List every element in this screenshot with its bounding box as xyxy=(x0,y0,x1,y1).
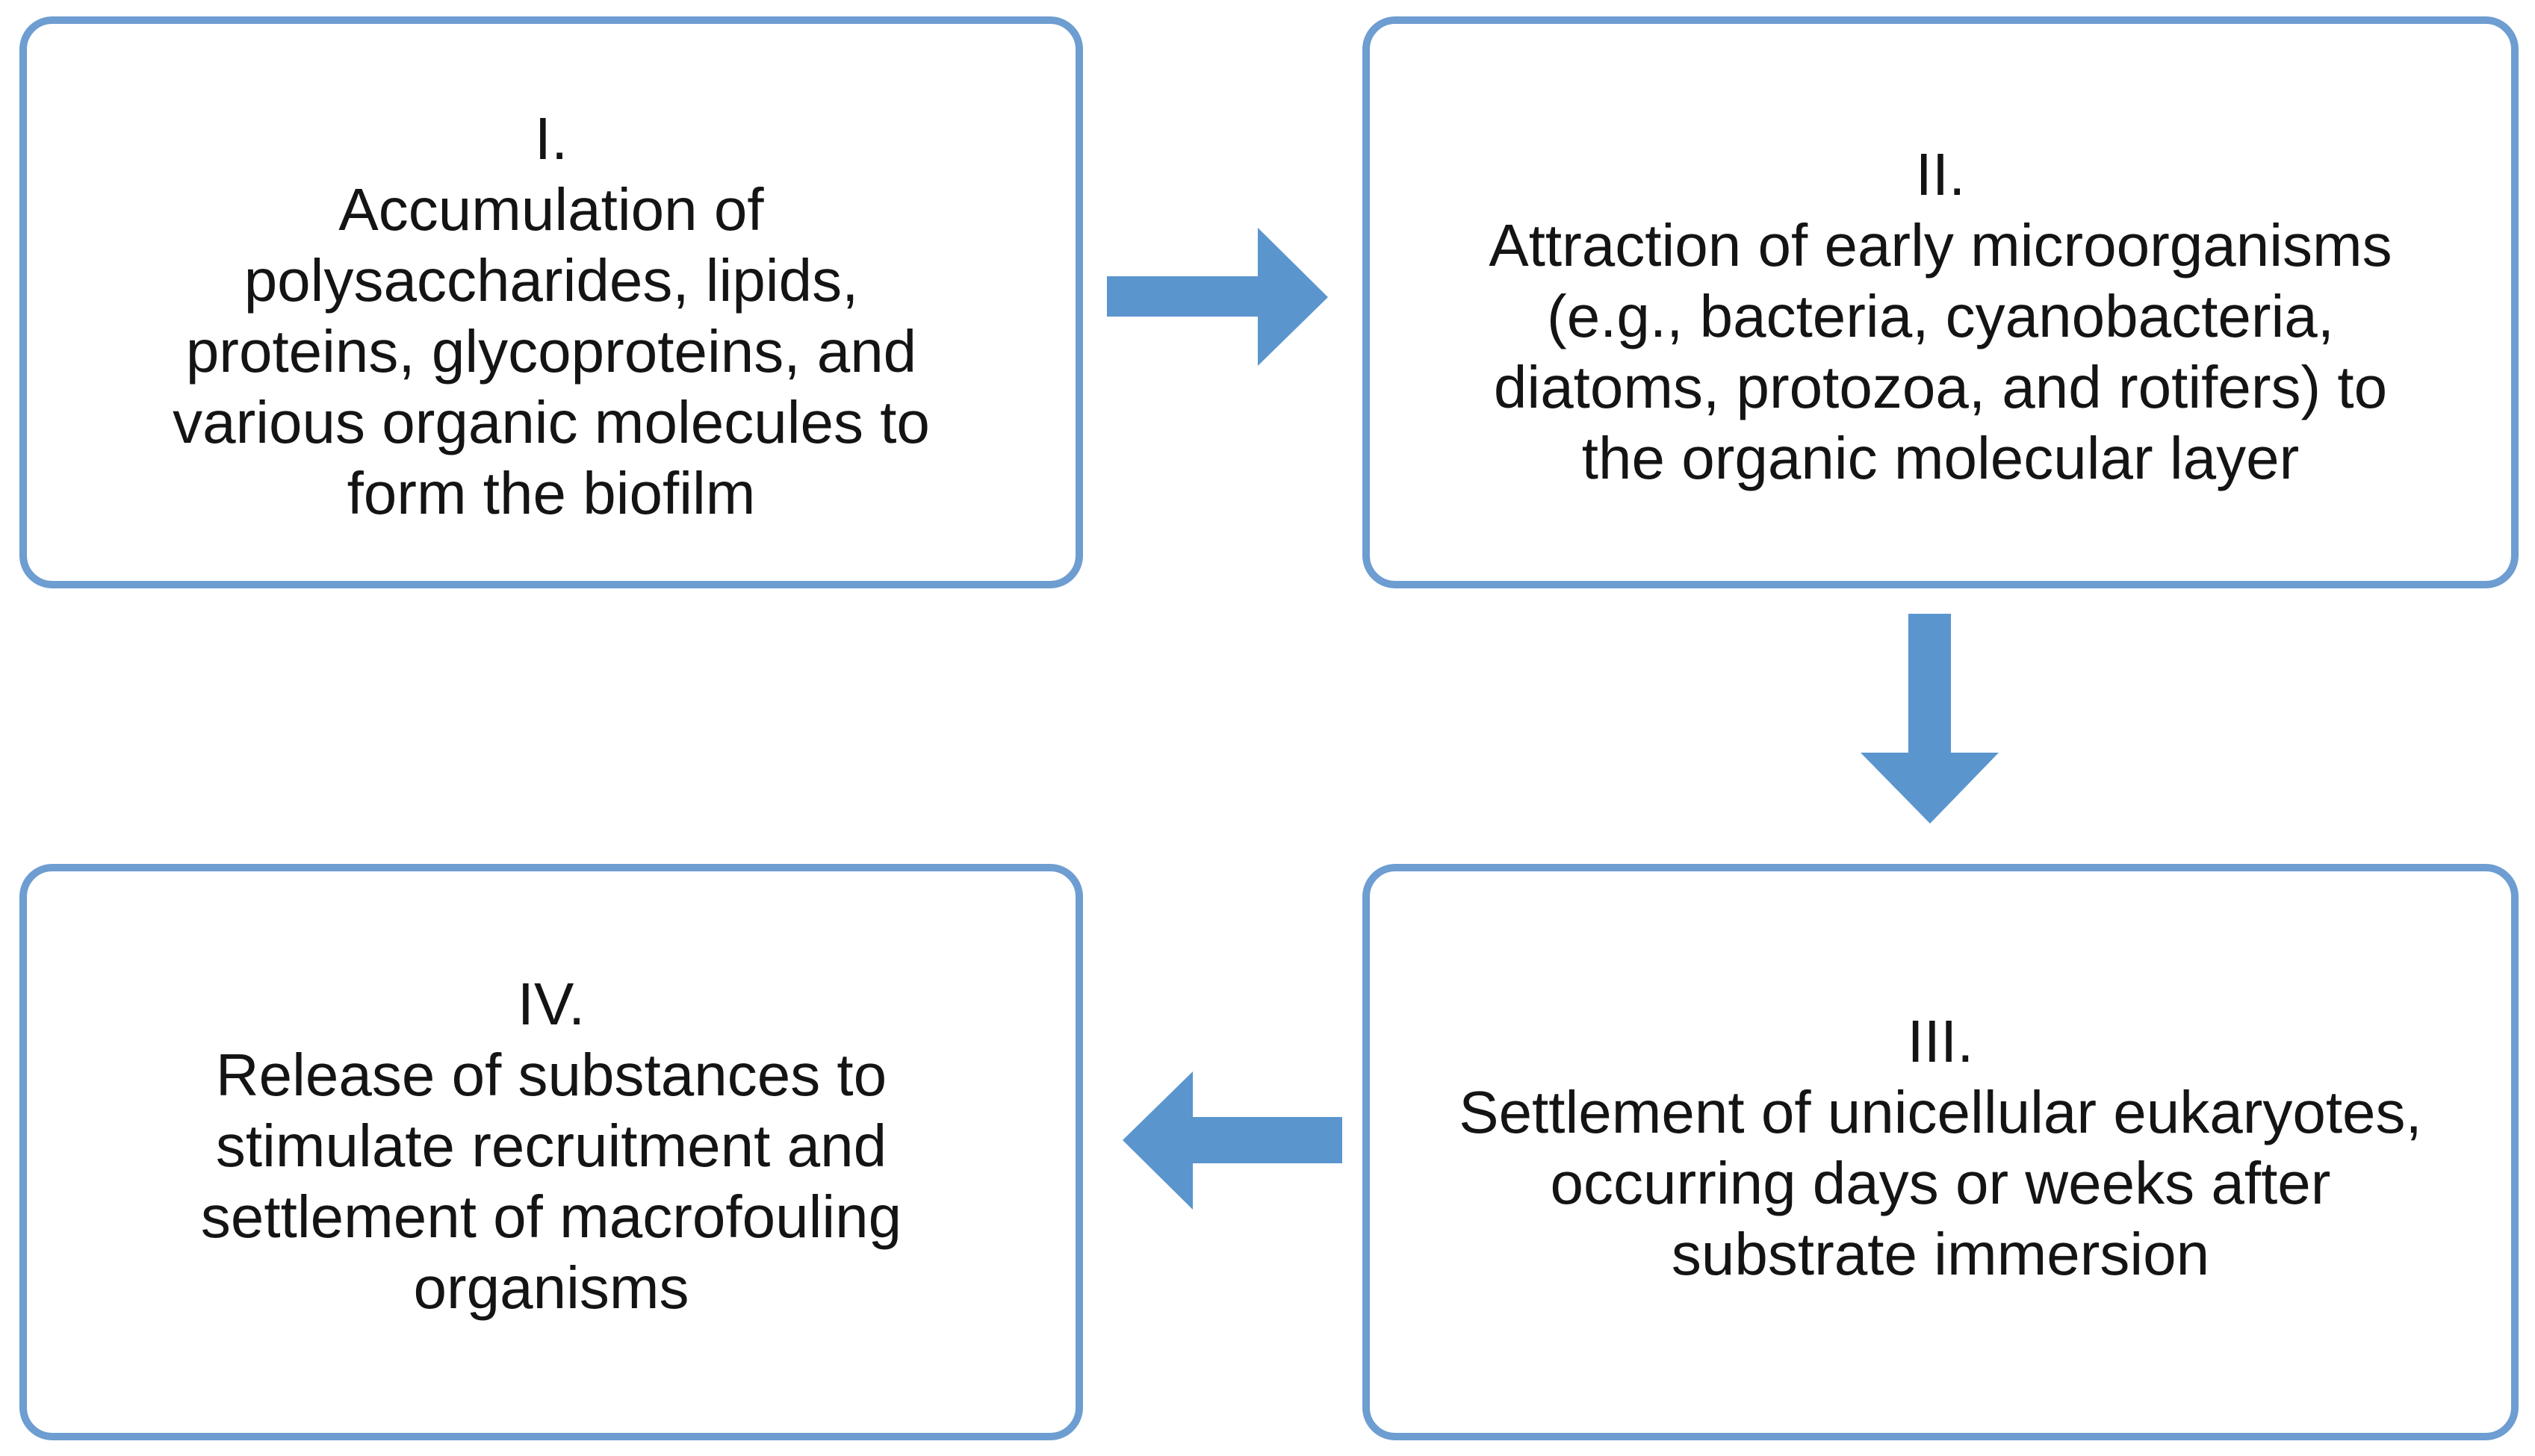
step-1-numeral: I. xyxy=(534,105,568,172)
arrow-down-icon xyxy=(1861,614,1999,824)
step-2-numeral: II. xyxy=(1915,141,1966,208)
step-1-box: I. Accumulation of polysaccharides, lipi… xyxy=(19,16,1083,588)
step-2-text: Attraction of early microorganisms (e.g.… xyxy=(1489,212,2392,491)
arrow-left-icon xyxy=(1123,1071,1342,1210)
step-4-numeral: IV. xyxy=(517,971,586,1037)
step-3-numeral: III. xyxy=(1907,1008,1974,1074)
step-4-box: IV. Release of substances to stimulate r… xyxy=(19,864,1083,1440)
arrow-right-icon xyxy=(1107,228,1328,366)
step-4-text: Release of substances to stimulate recru… xyxy=(200,1042,902,1321)
step-2-box: II. Attraction of early microorganisms (… xyxy=(1362,16,2519,588)
step-3-text: Settlement of unicellular eukaryotes, oc… xyxy=(1459,1079,2422,1287)
step-3-box: III. Settlement of unicellular eukaryote… xyxy=(1362,864,2519,1440)
step-1-text: Accumulation of polysaccharides, lipids,… xyxy=(173,176,930,526)
